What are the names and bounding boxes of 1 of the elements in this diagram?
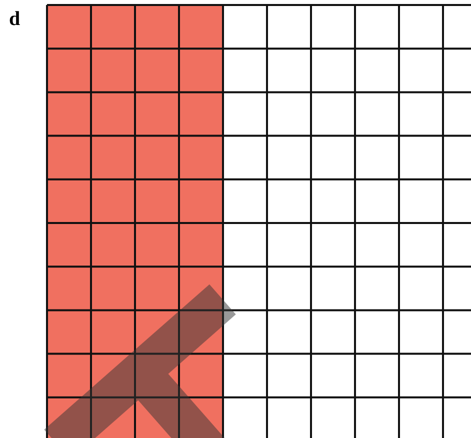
panel-label: d: [9, 8, 20, 31]
